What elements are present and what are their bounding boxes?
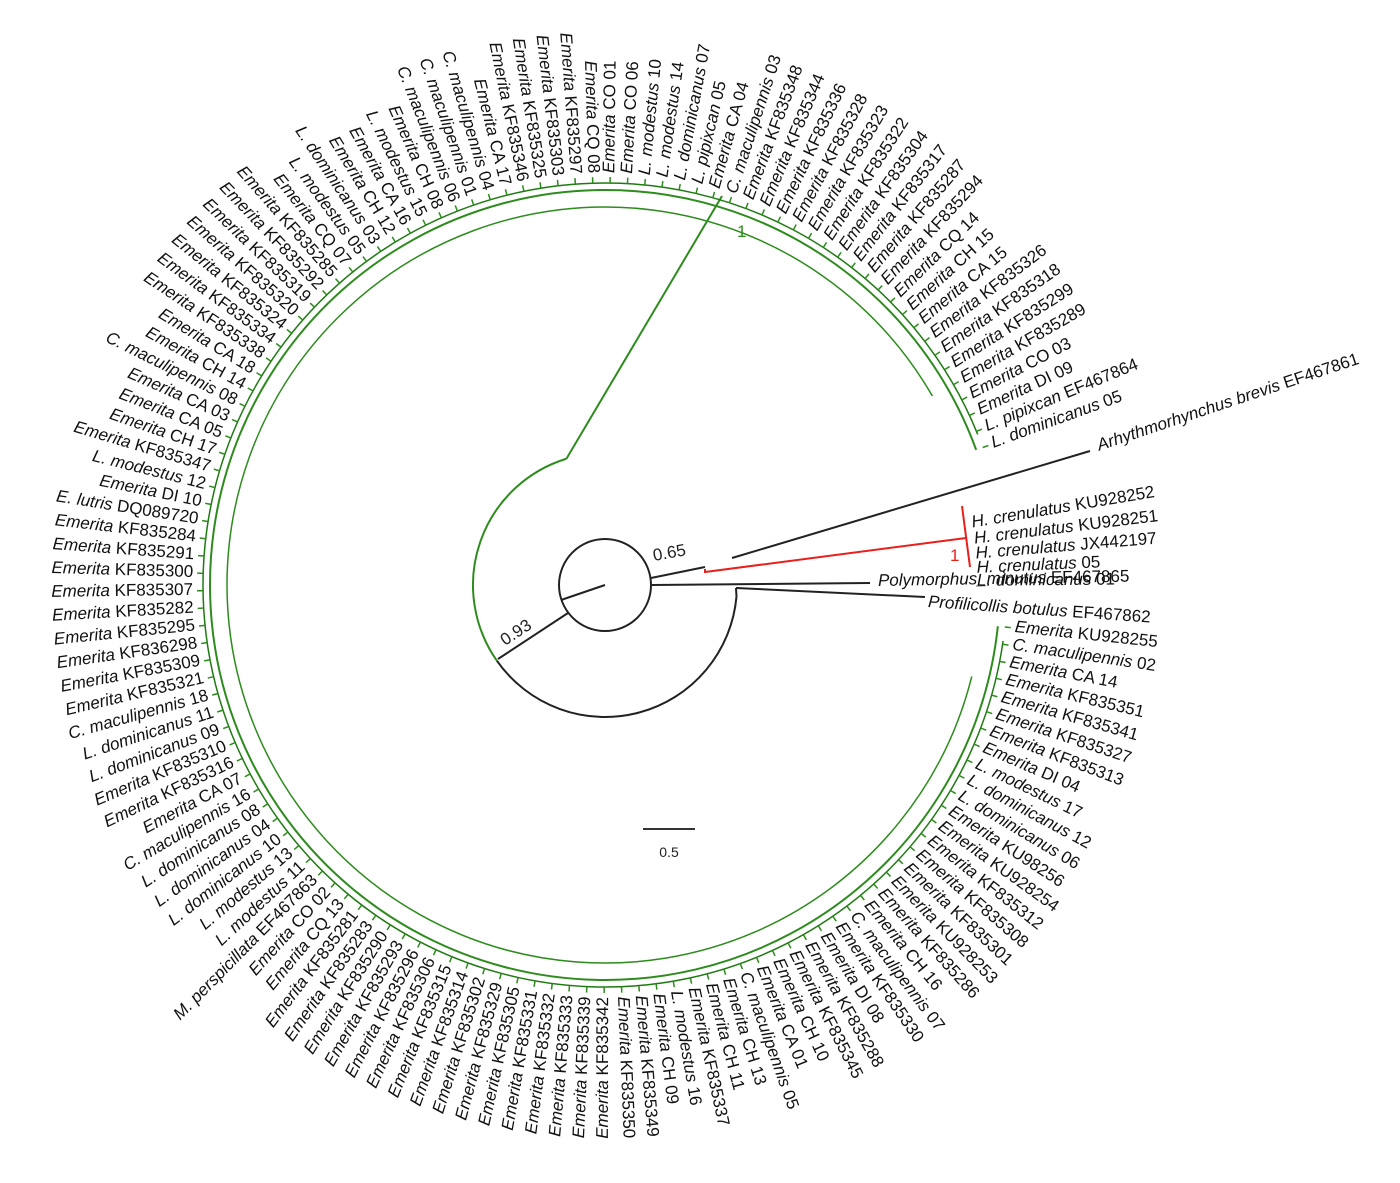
outgroup-leaf-label: Polymorphus_minutus EF467865 [878, 567, 1130, 590]
root-stem [560, 584, 606, 601]
hcrenulatus-leaf-label: H. crenulatus 05 [976, 553, 1101, 577]
tree-backbone [496, 538, 738, 718]
leaf-label: Emerita DI 10 [98, 471, 204, 510]
emerita-clade-branches [197, 177, 1011, 994]
scale-bar: 0.5 [643, 828, 695, 860]
leaf-label: Emerita KF835282 [52, 598, 195, 625]
support-value: 0.93 [497, 615, 535, 649]
root-circle [558, 538, 652, 632]
leaf-label: Emerita KF835342 [593, 997, 612, 1139]
leaf-label: Emerita KF835339 [569, 996, 594, 1138]
hcrenulatus-clade-branches [704, 505, 971, 573]
support-value: 1 [737, 222, 746, 241]
leaf-label: Emerita KF835300 [51, 558, 193, 581]
leaf-label: Emerita KF835350 [613, 996, 638, 1138]
support-value: 0.65 [651, 540, 687, 564]
leaf-label: Emerita KF835307 [51, 580, 193, 601]
outgroup-branches [651, 450, 1091, 598]
support-value: 1 [950, 546, 959, 565]
hcrenulatus-leaf-label: L. dominicanus 01 [977, 570, 1115, 590]
leaf-label: Emerita CO 01 [600, 60, 620, 173]
leaf-label: Emerita CO 06 [617, 61, 642, 174]
leaf-label: Emerita CQ 08 [581, 60, 603, 173]
scale-bar-label: 0.5 [659, 844, 679, 860]
